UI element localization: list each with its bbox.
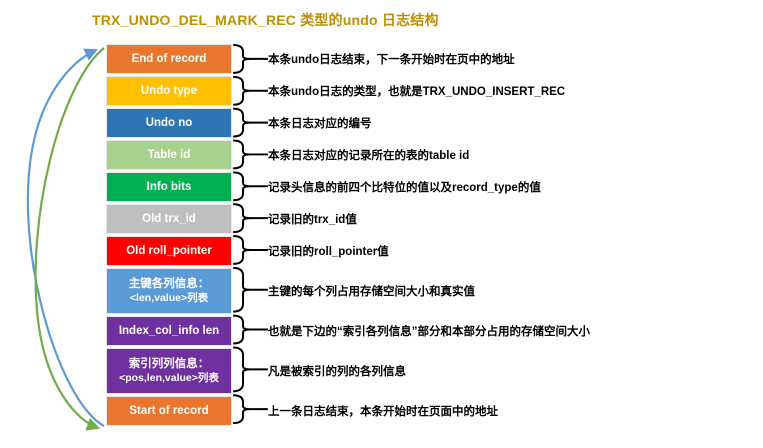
annotation-end-of-record: 本条undo日志结束，下一条开始时在页中的地址 [268,54,515,66]
brace-table-id [233,139,252,170]
field-label-line2: <len,value>列表 [129,291,209,304]
field-label: Undo type [140,84,198,97]
annotation-index-col-info-len: 也就是下边的“索引各列信息”部分和本部分占用的存储空间大小 [268,326,590,338]
brace-start-of-record [233,394,252,425]
field-box-info-bits[interactable]: Info bits [106,172,232,202]
brace-primary-key-columns [233,266,252,313]
green-flow-arrow [34,47,105,431]
annotation-primary-key-columns: 主键的每个列占用存储空间大小和真实值 [268,286,475,298]
page-title: TRX_UNDO_DEL_MARK_REC 类型的undo 日志结构 [92,12,439,28]
brace-info-bits [233,171,252,202]
field-label: Info bits [146,180,192,193]
field-box-index-columns[interactable]: 索引列列信息： <pos,len,value>列表 [106,348,232,394]
brace-index-col-info-len [233,314,252,345]
annotation-undo-no: 本条日志对应的编号 [268,118,372,130]
annotation-info-bits: 记录头信息的前四个比特位的值以及record_type的值 [268,182,541,194]
annotation-old-trx-id: 记录旧的trx_id值 [268,214,357,226]
annotation-start-of-record: 上一条日志结束，本条开始时在页面中的地址 [268,406,498,418]
field-box-start-of-record[interactable]: Start of record [106,396,232,426]
brace-end-of-record [233,44,252,74]
annotation-old-roll-pointer: 记录旧的roll_pointer值 [268,246,389,258]
annotation-table-id: 本条日志对应的记录所在的表的table id [268,150,470,162]
undo-log-structure-stack: End of record Undo type Undo no Table id… [106,44,232,428]
field-box-old-trx-id[interactable]: Old trx_id [106,204,232,234]
field-box-table-id[interactable]: Table id [106,140,232,170]
brace-undo-no [233,107,252,138]
field-box-undo-type[interactable]: Undo type [106,76,232,106]
field-label: 索引列列信息： [128,358,210,371]
field-box-undo-no[interactable]: Undo no [106,108,232,138]
brace-old-roll-pointer [233,235,252,265]
annotation-index-columns: 凡是被索引的列的各列信息 [268,366,406,378]
field-label: End of record [131,52,207,65]
field-label: Old roll_pointer [126,244,212,257]
field-label: Table id [147,148,191,161]
field-label-line2: <pos,len,value>列表 [119,371,219,384]
field-box-old-roll-pointer[interactable]: Old roll_pointer [106,236,232,266]
field-label: 主键各列信息： [128,278,210,291]
brace-connectors [233,44,268,425]
field-box-end-of-record[interactable]: End of record [106,44,232,74]
field-label: Index_col_info len [118,324,220,337]
brace-undo-type [233,75,252,106]
annotation-undo-type: 本条undo日志的类型，也就是TRX_UNDO_INSERT_REC [268,86,566,98]
blue-flow-arrow [26,48,105,427]
field-box-index-col-info-len[interactable]: Index_col_info len [106,316,232,346]
brace-index-columns [233,346,252,393]
brace-old-trx-id [233,203,252,234]
field-label: Old trx_id [142,212,196,225]
field-label: Start of record [129,404,209,417]
field-box-primary-key-columns[interactable]: 主键各列信息： <len,value>列表 [106,268,232,314]
field-label: Undo no [145,116,193,129]
